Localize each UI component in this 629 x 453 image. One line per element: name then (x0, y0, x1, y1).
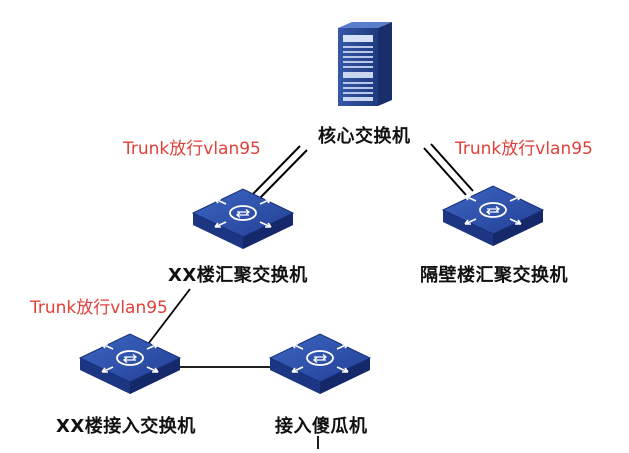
access-xx-switch-label: XX楼接入交换机 (56, 416, 196, 437)
agg-next-switch-label: 隔壁楼汇聚交换机 (420, 265, 568, 286)
link-label-core-agg-next: Trunk放行vlan95 (455, 139, 593, 159)
switch-icon-agg-xx[interactable] (192, 188, 294, 250)
link-label-agg-access-xx: Trunk放行vlan95 (30, 298, 168, 318)
access-dumb-switch-label: 接入傻瓜机 (275, 416, 368, 437)
switch-icon-access-xx[interactable] (79, 333, 181, 395)
switch-icon-agg-next[interactable] (442, 185, 544, 247)
link-agg-xx-to-access-xx (141, 288, 191, 353)
core-switch-label: 核心交换机 (318, 126, 411, 147)
server-icon[interactable] (338, 22, 392, 106)
switch-icon-access-dumb[interactable] (269, 333, 371, 395)
link-label-core-agg-xx: Trunk放行vlan95 (123, 139, 261, 159)
link-core-to-agg-next (423, 143, 474, 196)
link-core-to-agg-xx (251, 145, 308, 200)
agg-xx-switch-label: XX楼汇聚交换机 (168, 265, 308, 286)
